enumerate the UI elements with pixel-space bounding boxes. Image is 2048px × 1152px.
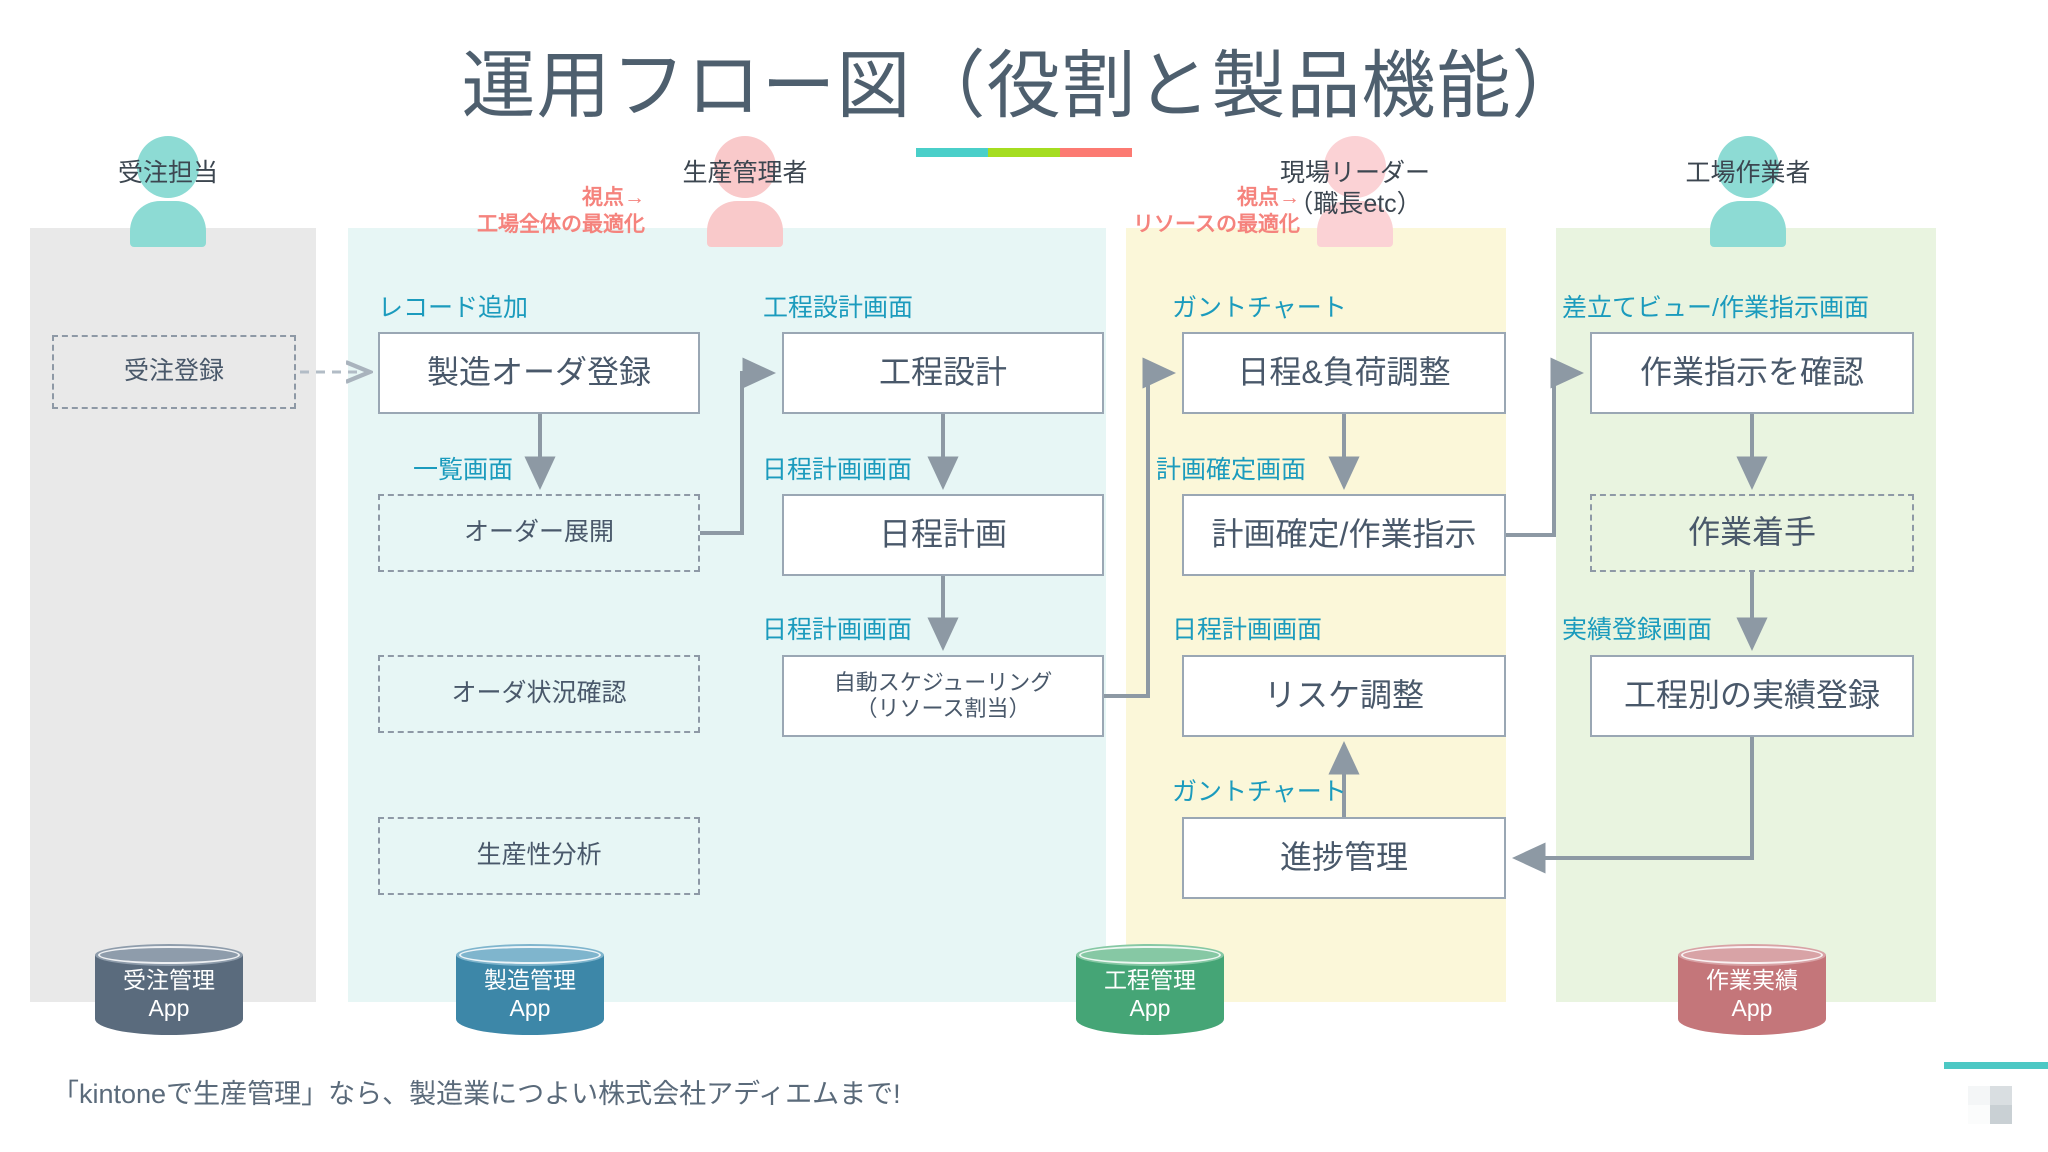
footer-accent-rule bbox=[1944, 1062, 2048, 1069]
node-label: 進捗管理 bbox=[1279, 839, 1408, 876]
accent-segment-0 bbox=[916, 148, 988, 157]
screen-label-0: レコード追加 bbox=[378, 294, 529, 322]
node-record-result[interactable]: 工程別の実績登録 bbox=[1590, 655, 1914, 737]
person-icon bbox=[1317, 136, 1393, 247]
node-label: 生産性分析 bbox=[476, 841, 602, 870]
node-load-adjust[interactable]: 日程&負荷調整 bbox=[1182, 332, 1506, 414]
node-auto-scheduling[interactable]: 自動スケジューリング （リソース割当） bbox=[782, 655, 1104, 737]
app-label: 作業実績 App bbox=[1706, 967, 1798, 1022]
node-label: 製造オーダ登録 bbox=[426, 354, 651, 391]
node-label: 日程&負荷調整 bbox=[1237, 354, 1451, 391]
person-icon bbox=[707, 136, 783, 247]
screen-label-3: 差立てビュー/作業指示画面 bbox=[1562, 294, 1869, 322]
node-label: 自動スケジューリング （リソース割当） bbox=[833, 670, 1053, 721]
node-plan-confirm[interactable]: 計画確定/作業指示 bbox=[1182, 494, 1506, 576]
node-label: 日程計画 bbox=[878, 516, 1007, 553]
page-title: 運用フロー図（役割と製品機能） bbox=[461, 44, 1587, 127]
node-mfg-order-reg[interactable]: 製造オーダ登録 bbox=[378, 332, 700, 414]
screen-label-10: ガントチャート bbox=[1172, 778, 1347, 806]
node-label: 作業指示を確認 bbox=[1639, 354, 1864, 391]
app-mfg[interactable]: 製造管理 App bbox=[456, 944, 604, 1040]
accent-segment-1 bbox=[988, 148, 1060, 157]
app-label: 受注管理 App bbox=[123, 967, 215, 1022]
role-1: 生産管理者 bbox=[595, 136, 895, 247]
footer-text: 「kintoneで生産管理」なら、製造業につよい株式会社アディエムまで! bbox=[52, 1079, 901, 1109]
node-start-work[interactable]: 作業着手 bbox=[1590, 494, 1914, 572]
person-icon bbox=[1710, 136, 1786, 247]
node-check-instr[interactable]: 作業指示を確認 bbox=[1590, 332, 1914, 414]
app-label: 製造管理 App bbox=[484, 967, 576, 1022]
app-work[interactable]: 作業実績 App bbox=[1678, 944, 1826, 1040]
screen-label-9: 実績登録画面 bbox=[1562, 616, 1713, 644]
person-icon bbox=[130, 136, 206, 247]
screen-label-1: 工程設計画面 bbox=[763, 294, 914, 322]
node-label: 受注登録 bbox=[123, 357, 224, 386]
role-label: 受注担当 bbox=[117, 159, 218, 187]
screen-label-2: ガントチャート bbox=[1172, 294, 1347, 322]
node-order-register[interactable]: 受注登録 bbox=[52, 335, 296, 409]
node-label: オーダ状況確認 bbox=[451, 679, 627, 708]
app-label: 工程管理 App bbox=[1104, 967, 1196, 1022]
role-label: 生産管理者 bbox=[682, 159, 808, 187]
company-logo bbox=[1968, 1086, 2012, 1124]
node-progress-mgmt[interactable]: 進捗管理 bbox=[1182, 817, 1506, 899]
node-label: リスケ調整 bbox=[1263, 677, 1424, 714]
screen-label-5: 日程計画画面 bbox=[762, 456, 913, 484]
node-label: オーダー展開 bbox=[463, 518, 614, 547]
role-3: 工場作業者 bbox=[1598, 136, 1898, 247]
viewpoint-note-0: 視点→ 工場全体の最適化 bbox=[477, 186, 645, 237]
role-0: 受注担当 bbox=[18, 136, 318, 247]
node-reschedule[interactable]: リスケ調整 bbox=[1182, 655, 1506, 737]
node-productivity[interactable]: 生産性分析 bbox=[378, 817, 700, 895]
app-order[interactable]: 受注管理 App bbox=[95, 944, 243, 1040]
node-order-expand[interactable]: オーダー展開 bbox=[378, 494, 700, 572]
viewpoint-note-1: 視点→ リソースの最適化 bbox=[1133, 186, 1300, 237]
app-process[interactable]: 工程管理 App bbox=[1076, 944, 1224, 1040]
accent-segment-2 bbox=[1060, 148, 1132, 157]
node-label: 工程別の実績登録 bbox=[1623, 677, 1880, 714]
role-label: 現場リーダー （職長etc） bbox=[1279, 159, 1430, 218]
node-schedule-plan[interactable]: 日程計画 bbox=[782, 494, 1104, 576]
role-2: 現場リーダー （職長etc） bbox=[1205, 136, 1505, 247]
node-order-status[interactable]: オーダ状況確認 bbox=[378, 655, 700, 733]
title-accent-bar bbox=[916, 148, 1132, 157]
role-label: 工場作業者 bbox=[1685, 159, 1811, 187]
node-process-design[interactable]: 工程設計 bbox=[782, 332, 1104, 414]
screen-label-4: 一覧画面 bbox=[413, 456, 514, 484]
node-label: 作業着手 bbox=[1687, 514, 1816, 551]
screen-label-6: 計画確定画面 bbox=[1156, 456, 1307, 484]
node-label: 計画確定/作業指示 bbox=[1211, 516, 1477, 553]
screen-label-7: 日程計画画面 bbox=[762, 616, 913, 644]
lane-order bbox=[30, 228, 316, 1002]
node-label: 工程設計 bbox=[878, 354, 1007, 391]
screen-label-8: 日程計画画面 bbox=[1172, 616, 1323, 644]
